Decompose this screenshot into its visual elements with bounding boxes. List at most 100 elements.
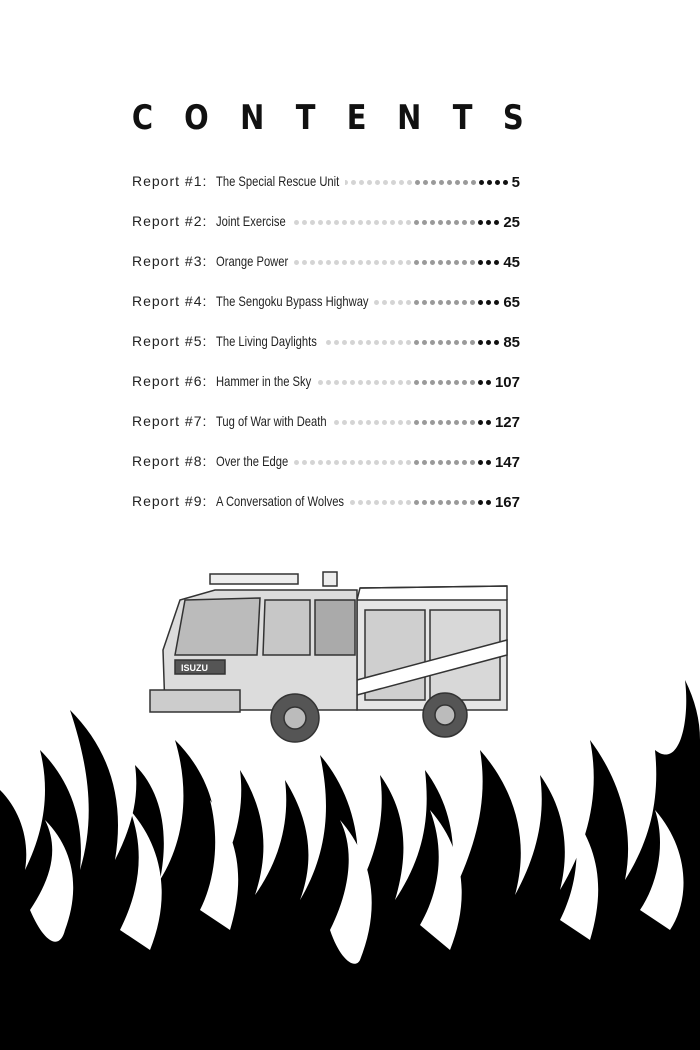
leader-dot — [462, 339, 468, 345]
leader-dot — [414, 259, 420, 265]
leader-dot — [494, 339, 500, 345]
leader-dot — [382, 259, 388, 265]
report-number: Report #7: — [132, 413, 208, 429]
heading-letter: E — [346, 98, 367, 138]
leader-dot — [317, 459, 323, 465]
leader-dot — [477, 459, 483, 465]
leader-dot — [357, 419, 363, 425]
leader-dot — [429, 459, 435, 465]
leader-dot — [454, 339, 460, 345]
entry-title: A Conversation of Wolves — [215, 493, 344, 509]
leader-dot — [486, 299, 492, 305]
leader-dot — [357, 499, 363, 505]
leader-dot — [446, 299, 452, 305]
leader-dot — [349, 459, 355, 465]
leader-dot — [366, 179, 372, 185]
leader-dot — [461, 459, 467, 465]
leader-dot — [469, 459, 475, 465]
leader-dot — [309, 459, 315, 465]
leader-dot — [349, 499, 355, 505]
leader-dot — [478, 179, 484, 185]
leader-dot — [437, 379, 443, 385]
leader-dot — [477, 499, 483, 505]
dot-leader — [322, 339, 500, 345]
leader-dot — [326, 259, 332, 265]
leader-dot — [398, 179, 404, 185]
leader-dot — [429, 419, 435, 425]
leader-dot — [414, 219, 420, 225]
leader-dot — [413, 379, 419, 385]
leader-dot — [453, 419, 459, 425]
leader-dot — [373, 499, 379, 505]
leader-dot — [397, 419, 403, 425]
leader-dot — [486, 339, 492, 345]
page-number: 5 — [511, 173, 520, 191]
leader-dot — [334, 259, 340, 265]
leader-dot — [397, 459, 403, 465]
leader-dot — [381, 419, 387, 425]
leader-dot — [477, 379, 483, 385]
page-number: 25 — [503, 213, 520, 231]
leader-dot — [445, 499, 451, 505]
leader-dot — [462, 219, 468, 225]
leader-dot — [462, 179, 468, 185]
leader-dot — [438, 299, 444, 305]
leader-dot — [325, 379, 331, 385]
leader-dot — [381, 499, 387, 505]
leader-dot — [478, 219, 484, 225]
leader-dot — [405, 379, 411, 385]
leader-dot — [397, 499, 403, 505]
entry-label: Report #9: A Conversation of Wolves — [132, 493, 344, 511]
leader-dot — [342, 259, 348, 265]
leader-dot — [294, 219, 300, 225]
leader-dot — [341, 419, 347, 425]
leader-dot — [421, 459, 427, 465]
leader-dot — [322, 339, 324, 345]
leader-dot — [438, 179, 444, 185]
leader-dot — [421, 379, 427, 385]
dot-leader — [292, 219, 500, 225]
leader-dot — [413, 459, 419, 465]
entry-label: Report #8: Over the Edge — [132, 453, 288, 471]
dot-leader — [374, 299, 500, 305]
leader-dot — [302, 219, 308, 225]
leader-dot — [429, 379, 435, 385]
leader-dot — [494, 299, 500, 305]
leader-dot — [382, 179, 388, 185]
leader-dot — [294, 259, 300, 265]
leader-dot — [302, 259, 308, 265]
leader-dot — [485, 379, 491, 385]
report-number: Report #3: — [132, 253, 208, 269]
leader-dot — [317, 379, 323, 385]
leader-dot — [373, 419, 379, 425]
leader-dot — [333, 419, 339, 425]
leader-dot — [422, 299, 428, 305]
page-number: 167 — [494, 493, 520, 511]
leader-dot — [390, 299, 396, 305]
leader-dot — [342, 219, 348, 225]
leader-dot — [414, 299, 420, 305]
page-number: 85 — [503, 333, 520, 351]
leader-dot — [462, 259, 468, 265]
toc-entry[interactable]: Report #9: A Conversation of Wolves 167 — [132, 482, 520, 522]
contents-heading: C O N T E N T S — [130, 98, 526, 138]
leader-dot — [438, 339, 444, 345]
leader-dot — [350, 339, 356, 345]
leader-dot — [422, 259, 428, 265]
leader-dot — [390, 179, 396, 185]
leader-dot — [470, 179, 476, 185]
leader-dot — [446, 339, 452, 345]
report-number: Report #5: — [132, 333, 208, 349]
entry-title: Hammer in the Sky — [215, 373, 312, 389]
leader-dot — [389, 419, 395, 425]
leader-dot — [445, 459, 451, 465]
